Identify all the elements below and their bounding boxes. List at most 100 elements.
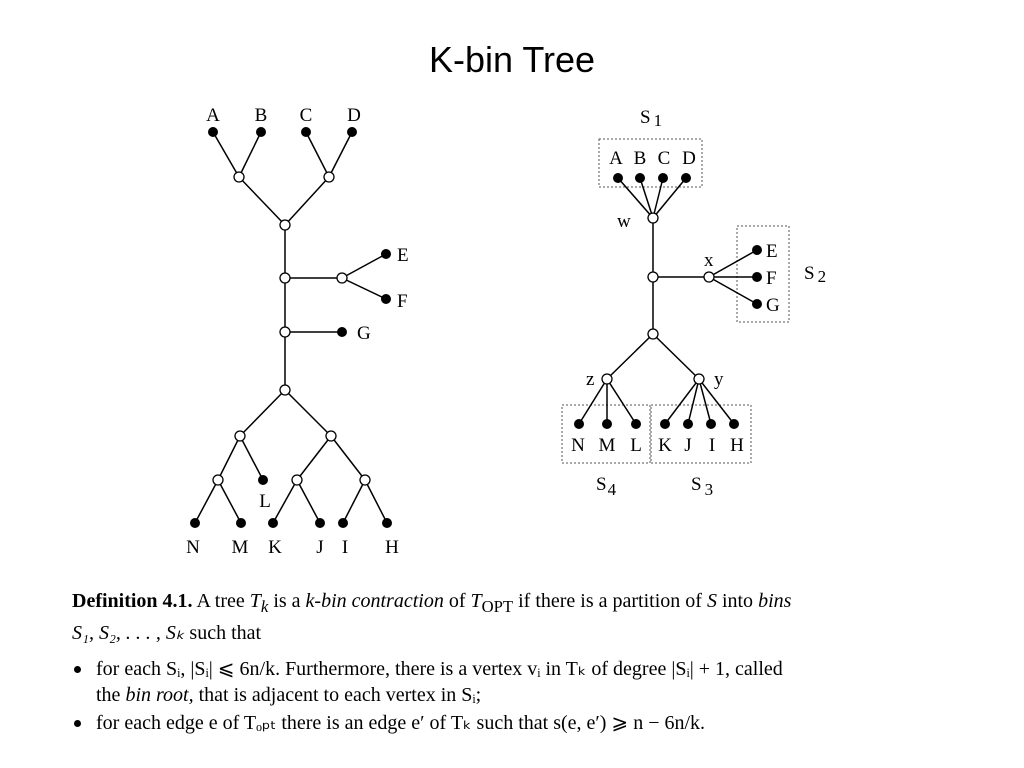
leaf-node bbox=[382, 518, 392, 528]
leaf-node bbox=[381, 294, 391, 304]
tree-node-x bbox=[703, 271, 715, 283]
k-bin-tree-diagram: A B C D E F G L N M K J I H bbox=[186, 105, 826, 558]
leaf-label: E bbox=[397, 245, 409, 266]
leaf-node bbox=[190, 518, 200, 528]
bin-set-list: S₁, S₂, . . . , Sₖ bbox=[72, 622, 185, 644]
definition-heading: Definition 4.1. bbox=[72, 590, 193, 612]
tree-node bbox=[336, 272, 348, 284]
tree-node bbox=[279, 384, 291, 396]
leaf-label: A bbox=[206, 105, 220, 126]
tree-node bbox=[234, 430, 246, 442]
node-label-z: z bbox=[586, 369, 594, 390]
leaf-label: L bbox=[259, 491, 271, 512]
leaf-label: L bbox=[630, 435, 642, 456]
definition-conditions: for each Sᵢ, |Sᵢ| ⩽ 6n/k. Furthermore, t… bbox=[72, 656, 992, 736]
leaf-label: K bbox=[268, 537, 282, 558]
leaf-node bbox=[347, 127, 357, 137]
tree-node bbox=[291, 474, 303, 486]
bin-label-s4: S4 bbox=[596, 474, 617, 499]
leaf-label: H bbox=[730, 435, 744, 456]
leaf-node bbox=[268, 518, 278, 528]
leaf-label: J bbox=[316, 537, 323, 558]
leaf-label: G bbox=[357, 323, 371, 344]
bin-box-s1 bbox=[598, 138, 703, 188]
right-tree-leaf-nodes bbox=[574, 173, 762, 429]
leaf-node bbox=[301, 127, 311, 137]
leaf-label: N bbox=[186, 537, 200, 558]
tree-node bbox=[323, 171, 335, 183]
leaf-label: M bbox=[599, 435, 616, 456]
leaf-label: A bbox=[609, 148, 623, 169]
node-label-y: y bbox=[714, 369, 724, 390]
leaf-node bbox=[660, 419, 670, 429]
tree-node-w bbox=[647, 212, 659, 224]
node-label-w: w bbox=[617, 211, 631, 232]
bin-box-s4 bbox=[561, 404, 651, 464]
leaf-node bbox=[258, 475, 268, 485]
leaf-node bbox=[658, 173, 668, 183]
leaf-node bbox=[683, 419, 693, 429]
tree-node bbox=[233, 171, 245, 183]
leaf-label: K bbox=[658, 435, 672, 456]
bin-box-s3 bbox=[650, 404, 752, 464]
left-tree-leaf-nodes bbox=[190, 127, 392, 528]
leaf-label: C bbox=[658, 148, 671, 169]
slide-title: K-bin Tree bbox=[428, 39, 596, 80]
right-tree-edges bbox=[578, 177, 758, 425]
leaf-node bbox=[315, 518, 325, 528]
leaf-node bbox=[236, 518, 246, 528]
tree-node bbox=[647, 271, 659, 283]
tree-node bbox=[279, 219, 291, 231]
leaf-label: M bbox=[232, 537, 249, 558]
leaf-node bbox=[729, 419, 739, 429]
left-tree-internal-nodes bbox=[212, 171, 371, 486]
left-tree-labels: A B C D E F G L N M K J I H bbox=[186, 105, 408, 558]
leaf-label: D bbox=[682, 148, 696, 169]
tree-node bbox=[279, 326, 291, 338]
leaf-label: B bbox=[255, 105, 268, 126]
tree-node bbox=[279, 272, 291, 284]
left-tree bbox=[190, 127, 392, 528]
kbin-term: k-bin contraction bbox=[305, 590, 444, 612]
definition-block: Definition 4.1. A tree Tk is a k-bin con… bbox=[72, 588, 992, 738]
leaf-label: N bbox=[571, 435, 585, 456]
condition-item: for each edge e of Tₒₚₜ there is an edge… bbox=[72, 710, 992, 736]
bin-box-s2 bbox=[736, 225, 790, 323]
leaf-node bbox=[256, 127, 266, 137]
leaf-label: B bbox=[634, 148, 647, 169]
tree-node-y bbox=[693, 373, 705, 385]
leaf-node bbox=[338, 518, 348, 528]
tree-node-z bbox=[601, 373, 613, 385]
bin-boxes bbox=[561, 138, 790, 464]
leaf-node bbox=[337, 327, 347, 337]
definition-intro: Definition 4.1. A tree Tk is a k-bin con… bbox=[72, 590, 792, 644]
leaf-node bbox=[631, 419, 641, 429]
tree-node bbox=[325, 430, 337, 442]
leaf-node bbox=[752, 245, 762, 255]
tree-node bbox=[212, 474, 224, 486]
leaf-node bbox=[681, 173, 691, 183]
leaf-label: E bbox=[766, 241, 778, 262]
leaf-node bbox=[574, 419, 584, 429]
node-label-x: x bbox=[704, 250, 714, 271]
leaf-label: C bbox=[300, 105, 313, 126]
leaf-label: J bbox=[684, 435, 691, 456]
leaf-label: D bbox=[347, 105, 361, 126]
right-tree-internal-nodes bbox=[601, 212, 715, 385]
leaf-label: I bbox=[709, 435, 715, 456]
tree-node bbox=[359, 474, 371, 486]
leaf-node bbox=[381, 249, 391, 259]
leaf-label: F bbox=[397, 291, 408, 312]
leaf-node bbox=[208, 127, 218, 137]
leaf-node bbox=[706, 419, 716, 429]
leaf-label: F bbox=[766, 268, 777, 289]
leaf-label: H bbox=[385, 537, 399, 558]
leaf-node bbox=[752, 299, 762, 309]
leaf-node bbox=[602, 419, 612, 429]
left-tree-edges bbox=[194, 131, 388, 524]
leaf-label: G bbox=[766, 295, 780, 316]
